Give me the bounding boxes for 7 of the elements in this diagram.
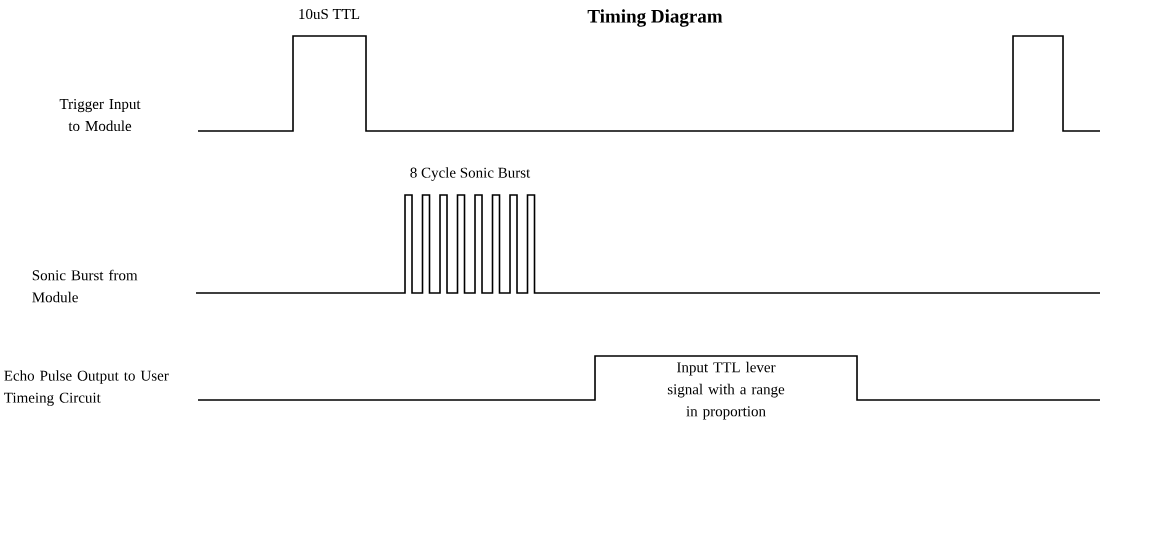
- pulse-label: 10uS TTL: [299, 8, 360, 20]
- title: Timing Diagram: [587, 9, 723, 27]
- pulse-label: 8 Cycle Sonic Burst: [410, 167, 531, 181]
- signal-label: Echo Pulse Output to User Timeing Circuit: [4, 370, 169, 406]
- signal-label: Sonic Burst from Module: [32, 269, 138, 303]
- pulse-label: Input TTL lever signal with a range in proportion: [667, 361, 785, 420]
- signal-label: Trigger Input to Module: [59, 98, 141, 132]
